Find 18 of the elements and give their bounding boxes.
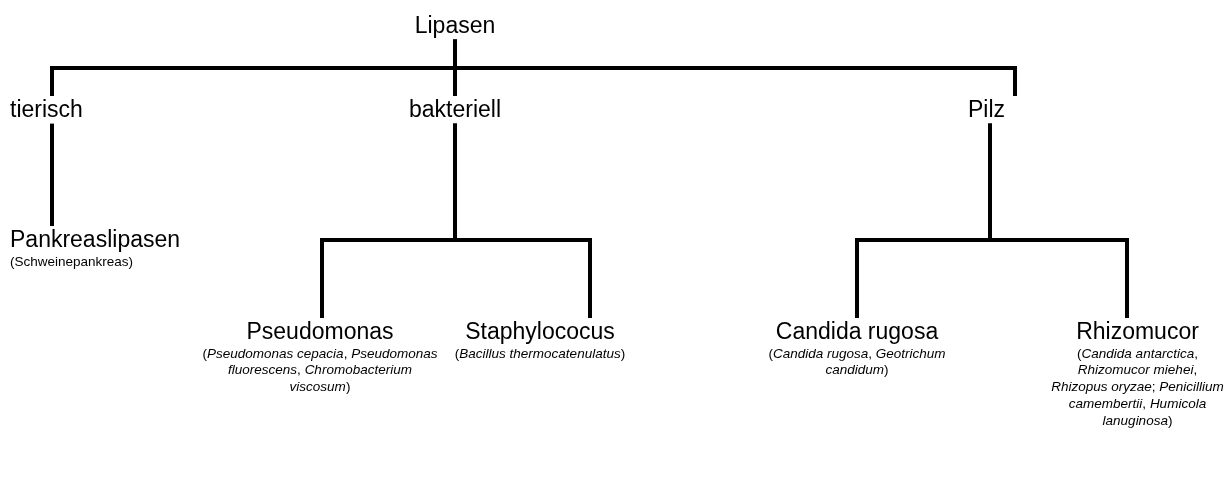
category-label: Pseudomonas bbox=[245, 318, 395, 346]
species-note: (Bacillus thermocatenulatus) bbox=[453, 345, 627, 363]
category-label: Pankreaslipasen bbox=[10, 226, 182, 254]
species-note: (Pseudomonas cepacia, Pseudomonas fluorescens, Chromobacterium viscosum) bbox=[201, 345, 439, 397]
species-note: (Schweinepankreas) bbox=[10, 253, 135, 271]
connector-line bbox=[50, 123, 54, 226]
connector-line bbox=[988, 123, 1129, 318]
category-label: Lipasen bbox=[413, 12, 497, 40]
category-label: Pilz bbox=[968, 96, 1007, 124]
category-label: tierisch bbox=[10, 96, 84, 124]
species-note: (Candida rugosa, Geotrichum candidum) bbox=[767, 345, 947, 380]
category-label: bakteriell bbox=[407, 96, 502, 124]
connector-line bbox=[453, 123, 592, 318]
category-label: Staphylococus bbox=[464, 318, 616, 346]
species-note: (Candida antarctica, Rhizomucor miehei, Rhizopus oryzae; Penicillium camembertii, Humicola lanuginosa) bbox=[1050, 345, 1225, 430]
category-label: Candida rugosa bbox=[774, 318, 940, 346]
category-label: Rhizomucor bbox=[1075, 318, 1200, 346]
connector-line bbox=[453, 39, 1017, 96]
